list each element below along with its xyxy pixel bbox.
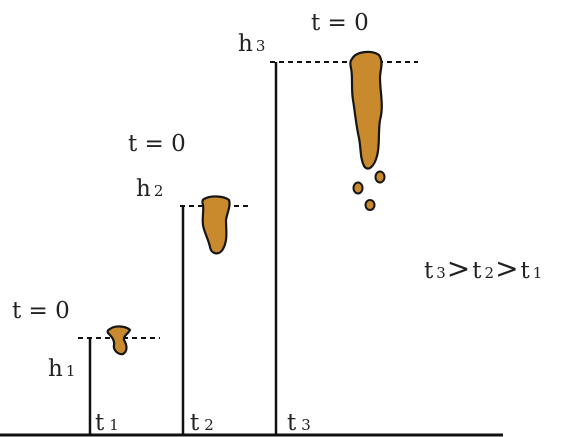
height-var-1: h bbox=[48, 356, 63, 382]
time-index-1: 1 bbox=[109, 416, 119, 434]
droplet-3c bbox=[364, 199, 376, 211]
time-zero-label-1: t = 0 bbox=[12, 298, 70, 324]
time-var-1: t bbox=[95, 410, 105, 436]
relation-t2-index: 2 bbox=[485, 264, 495, 282]
droplet-3a bbox=[352, 181, 364, 195]
drop-blob-2 bbox=[201, 195, 231, 255]
height-index-3: 3 bbox=[256, 37, 266, 55]
relation-t1-index: 1 bbox=[533, 264, 543, 282]
time-var-2: t bbox=[190, 410, 200, 436]
drop-blob-3 bbox=[349, 50, 383, 170]
time-zero-label-2: t = 0 bbox=[128, 131, 186, 157]
relation-symbol-1: > bbox=[447, 252, 470, 285]
height-index-1: 1 bbox=[66, 362, 76, 380]
relation-symbol-2: > bbox=[495, 252, 518, 285]
height-var-2: h bbox=[136, 176, 151, 202]
relation-t3-index: 3 bbox=[436, 264, 446, 282]
time-zero-label-3: t = 0 bbox=[311, 10, 369, 36]
time-index-2: 2 bbox=[204, 416, 214, 434]
time-var-3: t bbox=[287, 410, 297, 436]
time-index-3: 3 bbox=[301, 416, 311, 434]
relation-t2-var: t bbox=[472, 258, 482, 284]
height-index-2: 2 bbox=[154, 182, 164, 200]
height-var-3: h bbox=[238, 31, 253, 57]
relation-t3-var: t bbox=[424, 258, 434, 284]
relation-t1-var: t bbox=[521, 258, 531, 284]
droplet-3b bbox=[374, 170, 386, 184]
drop-blob-1 bbox=[106, 325, 132, 356]
